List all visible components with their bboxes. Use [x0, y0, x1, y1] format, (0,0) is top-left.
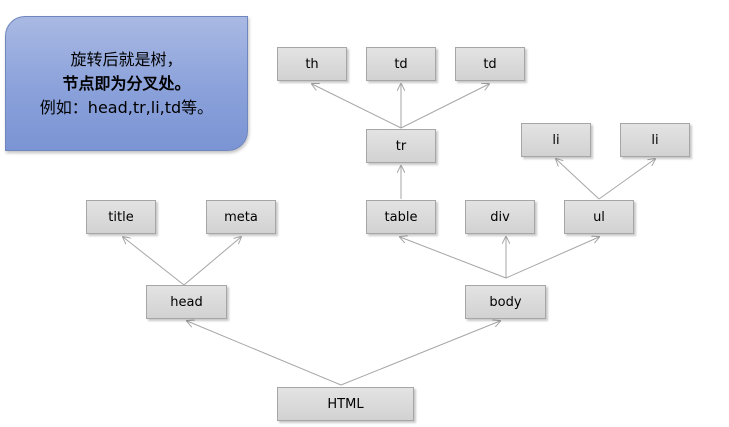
- node-td-2: td: [455, 47, 525, 81]
- node-table: table: [366, 200, 436, 234]
- note-line-2: 节点即为分叉处。: [62, 73, 191, 93]
- node-td-1: td: [366, 47, 436, 81]
- note-line-3: 例如：head,tr,li,td等。: [39, 97, 214, 117]
- node-tr: tr: [366, 129, 436, 163]
- edge-html-head: [187, 321, 342, 386]
- edge-tr-td-2: [400, 84, 489, 129]
- edge-ul-li-2: [598, 159, 655, 200]
- node-li-2: li: [620, 123, 690, 157]
- edge-head-title: [123, 237, 185, 286]
- node-html: HTML: [277, 387, 414, 421]
- edge-body-ul: [505, 237, 599, 279]
- node-body: body: [465, 285, 546, 319]
- edge-html-body: [340, 321, 500, 386]
- edge-body-table: [400, 237, 507, 279]
- node-title: title: [86, 200, 156, 234]
- node-th: th: [277, 47, 347, 81]
- node-meta: meta: [206, 200, 276, 234]
- note-callout: 旋转后就是树， 节点即为分叉处。 例如：head,tr,li,td等。: [5, 16, 248, 151]
- note-line-1: 旋转后就是树，: [70, 49, 183, 69]
- node-div: div: [465, 200, 535, 234]
- node-head: head: [146, 285, 227, 319]
- edge-head-meta: [183, 237, 241, 286]
- node-ul: ul: [564, 200, 634, 234]
- node-li-1: li: [521, 123, 591, 157]
- edge-tr-th: [312, 84, 402, 129]
- edge-ul-li-1: [556, 159, 600, 200]
